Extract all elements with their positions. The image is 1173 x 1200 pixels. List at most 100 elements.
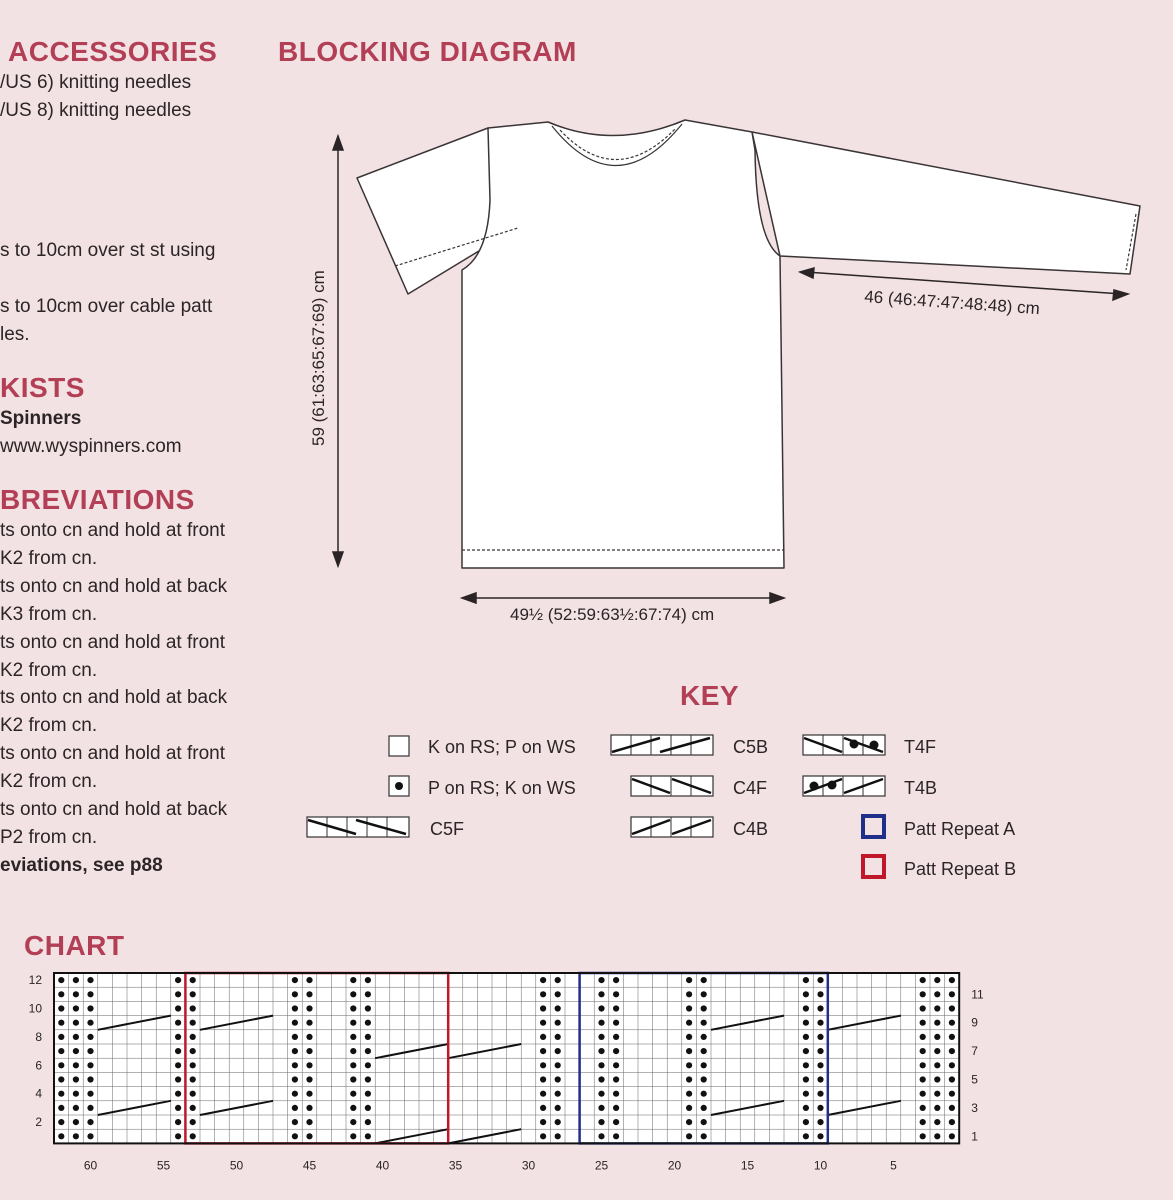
purl-dot	[306, 1005, 313, 1012]
sleeve-label: 46 (46:47:47:48:48) cm	[864, 287, 1041, 318]
chart-border	[53, 972, 961, 1145]
abbreviation-line: K2 from cn.	[0, 771, 98, 792]
purl-dot	[364, 1133, 371, 1140]
purl-dot	[613, 977, 620, 984]
purl-dot	[87, 991, 94, 998]
blocking-heading: BLOCKING DIAGRAM	[278, 36, 577, 67]
purl-dot	[291, 1104, 298, 1111]
purl-dot	[598, 991, 605, 998]
purl-dot	[613, 1033, 620, 1040]
key-t4f-label: T4F	[904, 737, 937, 757]
tension-line-2: s to 10cm over cable patt	[0, 296, 213, 317]
abbreviations-footer: eviations, see p88	[0, 855, 163, 876]
purl-dot	[306, 991, 313, 998]
purl-dot	[364, 1104, 371, 1111]
purl-symbol-icon	[388, 775, 410, 797]
purl-dot	[817, 1019, 824, 1026]
purl-dot	[934, 991, 941, 998]
purl-dot	[686, 1062, 693, 1069]
purl-dot	[554, 991, 561, 998]
purl-dot	[364, 1119, 371, 1126]
accessories-line-1: /US 6) knitting needles	[0, 72, 192, 93]
purl-dot	[948, 1033, 956, 1040]
purl-dot	[686, 1119, 693, 1126]
purl-dot	[919, 1133, 926, 1140]
purl-dot	[87, 1048, 94, 1055]
purl-dot	[934, 1019, 941, 1026]
purl-dot	[919, 1005, 926, 1012]
purl-dot	[554, 1005, 561, 1012]
purl-dot	[58, 991, 65, 998]
purl-dot	[598, 1119, 605, 1126]
neckline	[551, 123, 683, 167]
purl-dot	[700, 1104, 707, 1111]
purl-dot	[72, 1048, 79, 1055]
purl-dot	[540, 1062, 547, 1069]
purl-dot	[350, 1005, 357, 1012]
row-label: 5	[971, 1073, 978, 1087]
purl-dot	[58, 1076, 65, 1083]
purl-dot	[72, 1076, 79, 1083]
purl-dot	[948, 1104, 956, 1111]
purl-dot	[87, 1104, 94, 1111]
purl-dot	[58, 977, 65, 984]
purl-dot	[598, 1104, 605, 1111]
purl-dot	[72, 1119, 79, 1126]
purl-dot	[817, 1033, 824, 1040]
kits-url[interactable]: www.wyspinners.com	[0, 436, 182, 457]
purl-dot	[700, 1048, 707, 1055]
purl-dot	[189, 1076, 196, 1083]
c4b-symbol-icon	[630, 816, 714, 838]
purl-dot	[948, 1076, 956, 1083]
purl-dot	[175, 1119, 182, 1126]
purl-dot	[948, 1048, 956, 1055]
purl-dot	[175, 1033, 182, 1040]
purl-dot	[291, 1076, 298, 1083]
cable-stroke	[97, 1014, 171, 1031]
abbreviation-line: K2 from cn.	[0, 715, 98, 736]
purl-dot	[686, 1090, 693, 1097]
cable-stroke	[199, 1099, 274, 1116]
abbreviation-line: K2 from cn.	[0, 548, 98, 569]
purl-dot	[948, 1133, 956, 1140]
purl-dot	[58, 1119, 65, 1126]
purl-dot	[919, 1076, 926, 1083]
purl-dot	[817, 1062, 824, 1069]
purl-dot	[802, 1062, 810, 1069]
purl-dot	[72, 1019, 79, 1026]
purl-dot	[817, 1104, 824, 1111]
row-label: 1	[971, 1129, 978, 1143]
purl-dot	[700, 977, 707, 984]
stitch-label: 20	[668, 1158, 682, 1172]
abbreviation-line: ts onto cn and hold at back	[0, 799, 228, 820]
purl-dot	[306, 1033, 313, 1040]
cable-stroke	[375, 1043, 449, 1060]
purl-dot	[613, 1090, 620, 1097]
purl-dot	[350, 1133, 357, 1140]
purl-dot	[554, 1033, 561, 1040]
purl-dot	[686, 1076, 693, 1083]
right-cuff	[1125, 213, 1137, 271]
purl-dot	[934, 1076, 941, 1083]
purl-dot	[306, 1090, 313, 1097]
purl-dot	[364, 1090, 371, 1097]
purl-dot	[540, 1090, 547, 1097]
purl-dot	[934, 1119, 941, 1126]
purl-dot	[817, 1133, 824, 1140]
purl-dot	[87, 1076, 94, 1083]
purl-dot	[350, 1076, 357, 1083]
stitch-label: 10	[814, 1158, 828, 1172]
purl-dot	[540, 1076, 547, 1083]
purl-dot	[948, 1119, 956, 1126]
blocking-diagram: 59 (61:63:65:67:69) cm 49½ (52:59:63½:67…	[309, 119, 1141, 624]
sweater-body	[461, 119, 785, 569]
purl-dot	[306, 1076, 313, 1083]
purl-dot	[364, 1048, 371, 1055]
stitch-label: 55	[157, 1158, 171, 1172]
row-label: 2	[35, 1115, 42, 1129]
purl-dot	[802, 977, 810, 984]
tension-line-1: s to 10cm over st st using	[0, 240, 216, 261]
purl-dot	[175, 1005, 182, 1012]
key-c5f-label: C5F	[430, 819, 465, 839]
key-knit-label: K on RS; P on WS	[428, 737, 576, 757]
